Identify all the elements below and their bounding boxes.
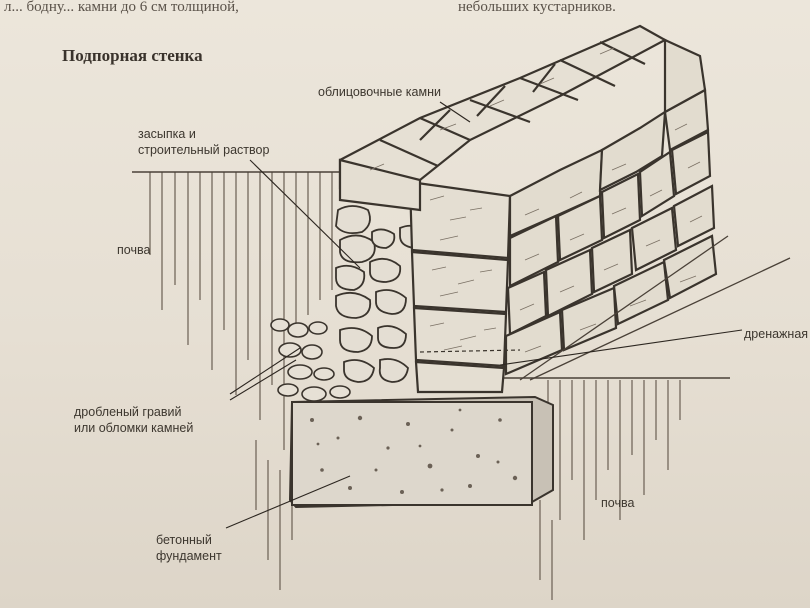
label-soil-left: почва [117, 243, 151, 257]
label-facing-stones: облицовочные камни [318, 85, 441, 99]
drain-pipe [419, 349, 521, 353]
label-backfill-and-mortar: засыпка и строительный раствор [138, 126, 269, 158]
leader-lines [225, 101, 743, 529]
label-drainage: дренажная [744, 327, 809, 341]
wall-front-face [338, 158, 512, 394]
label-foundation-line1: бетонный [156, 533, 212, 547]
wall-side-face [504, 38, 718, 376]
slope-lines [519, 235, 791, 381]
soil-right-hatching [539, 380, 681, 600]
gravel-backfill [270, 318, 351, 402]
label-foundation-line2: фундамент [156, 549, 222, 563]
page-title: Подпорная стенка [62, 46, 203, 65]
backfill-stones [335, 205, 426, 383]
previous-text-line: л... бодну... камни до 6 см толщиной, [4, 0, 239, 14]
previous-text-line-right: небольших кустарников. [458, 0, 616, 14]
soil-left-hatching [149, 172, 333, 590]
label-concrete-foundation: бетонный фундамент [156, 532, 222, 564]
label-backfill-line1: засыпка и [138, 127, 196, 141]
label-soil-right: почва [601, 496, 635, 510]
label-gravel-line1: дробленый гравий [74, 405, 182, 419]
stone-texture [369, 47, 703, 353]
label-backfill-line2: строительный раствор [138, 143, 270, 157]
label-crushed-gravel: дробленый гравий или обломки камней [74, 404, 193, 436]
concrete-foundation [288, 395, 554, 509]
label-gravel-line2: или обломки камней [74, 421, 194, 435]
